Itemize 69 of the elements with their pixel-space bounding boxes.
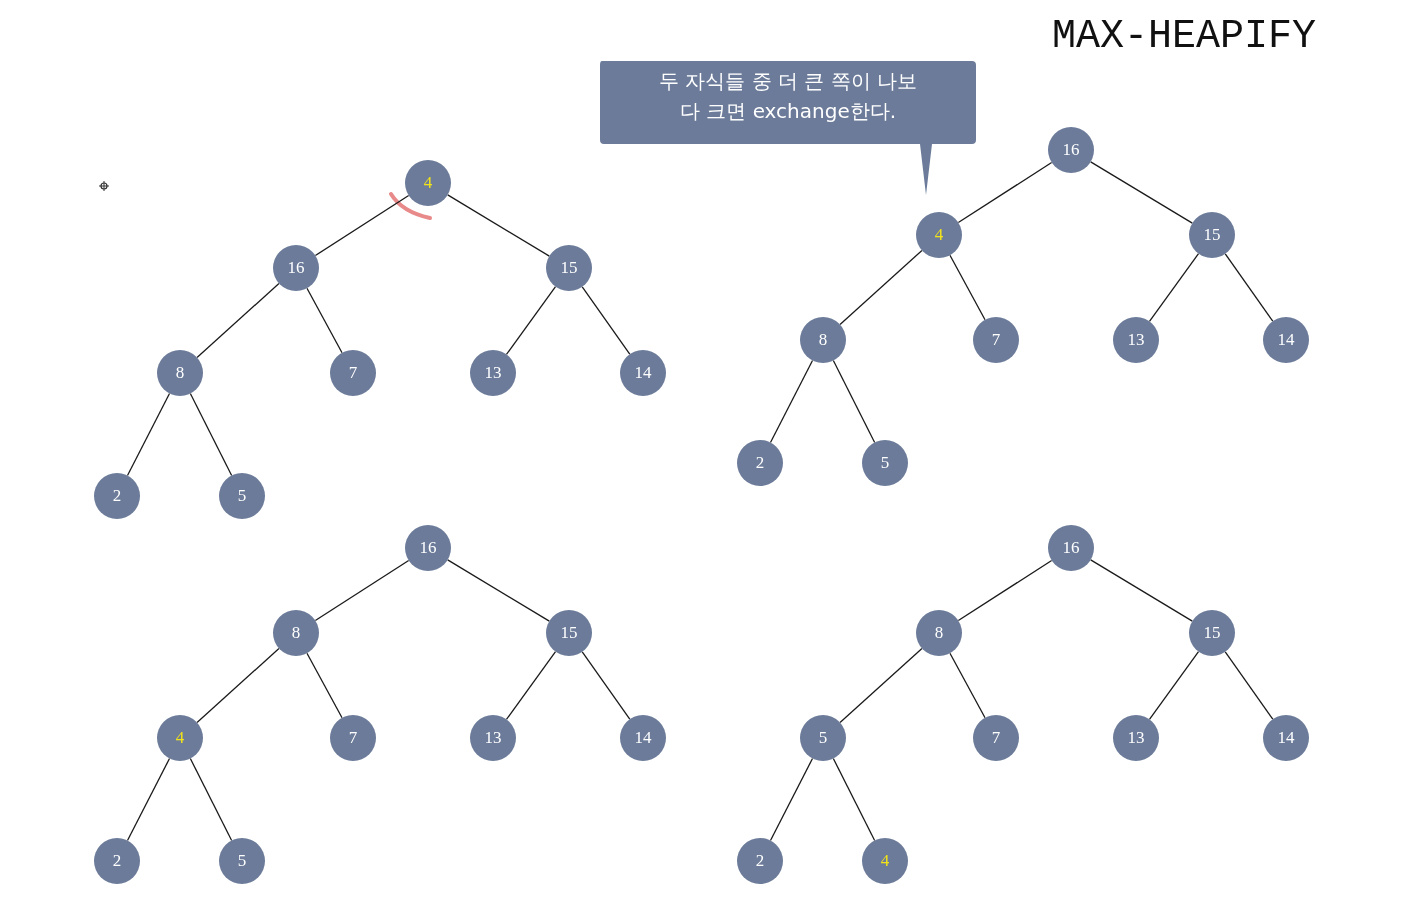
tree-edge [314, 194, 410, 257]
tree-node: 5 [219, 473, 265, 519]
tree-node: 13 [1113, 715, 1159, 761]
tree-node: 16 [1048, 127, 1094, 173]
tree-node: 15 [1189, 610, 1235, 656]
tree-node: 2 [737, 838, 783, 884]
tree-node: 7 [330, 350, 376, 396]
tree-edge [581, 651, 631, 720]
tree-edge [126, 392, 171, 477]
tree-edge [832, 757, 876, 842]
tree-node: 14 [1263, 715, 1309, 761]
tree-edge [581, 286, 631, 355]
tree-edge [447, 559, 550, 622]
tree-node: 8 [273, 610, 319, 656]
tree-node: 13 [1113, 317, 1159, 363]
tree-edge [832, 359, 876, 444]
tree-node: 16 [1048, 525, 1094, 571]
tree-node: 15 [1189, 212, 1235, 258]
tree-edge [189, 757, 233, 842]
tree-edge [126, 757, 171, 842]
tree-edge [769, 359, 814, 444]
tree-edge [1148, 651, 1200, 720]
tree-node: 8 [157, 350, 203, 396]
tree-node: 4 [405, 160, 451, 206]
tree-edge [505, 286, 557, 355]
tree-node: 14 [620, 350, 666, 396]
tree-edge [447, 194, 550, 257]
tree-edge [1224, 651, 1274, 720]
tree-edge [1224, 253, 1274, 322]
tree-node: 7 [973, 317, 1019, 363]
tree-node: 2 [737, 440, 783, 486]
tree-edge [839, 647, 923, 724]
tree-node: 7 [973, 715, 1019, 761]
tree-node: 15 [546, 610, 592, 656]
tree-node: 13 [470, 350, 516, 396]
tree-node: 14 [1263, 317, 1309, 363]
tree-node: 7 [330, 715, 376, 761]
tree-edge [314, 559, 410, 622]
tree-node: 2 [94, 838, 140, 884]
tree-edge [196, 647, 280, 724]
tree-node: 14 [620, 715, 666, 761]
tree-edge [306, 652, 343, 719]
tree-node: 4 [916, 212, 962, 258]
tree-edge [957, 161, 1053, 224]
tree-edge [1090, 559, 1193, 622]
tree-edge [839, 249, 923, 326]
tree-edge [949, 254, 986, 321]
tree-node: 4 [157, 715, 203, 761]
tree-node: 16 [405, 525, 451, 571]
tree-node: 8 [916, 610, 962, 656]
tree-edge [949, 652, 986, 719]
title: MAX-HEAPIFY [1052, 14, 1317, 59]
tree-edge [189, 392, 233, 477]
tree-node: 5 [219, 838, 265, 884]
tree-edge [1148, 253, 1200, 322]
tree-node: 4 [862, 838, 908, 884]
tree-edge [306, 287, 343, 354]
tree-node: 13 [470, 715, 516, 761]
tree-node: 5 [800, 715, 846, 761]
tree-node: 15 [546, 245, 592, 291]
tree-edge [1090, 161, 1193, 224]
tree-edge [196, 282, 280, 359]
tree-node: 16 [273, 245, 319, 291]
tree-node: 8 [800, 317, 846, 363]
tree-edge [957, 559, 1053, 622]
tree-edge [769, 757, 814, 842]
tree-node: 2 [94, 473, 140, 519]
tree-edge [505, 651, 557, 720]
tree-node: 5 [862, 440, 908, 486]
